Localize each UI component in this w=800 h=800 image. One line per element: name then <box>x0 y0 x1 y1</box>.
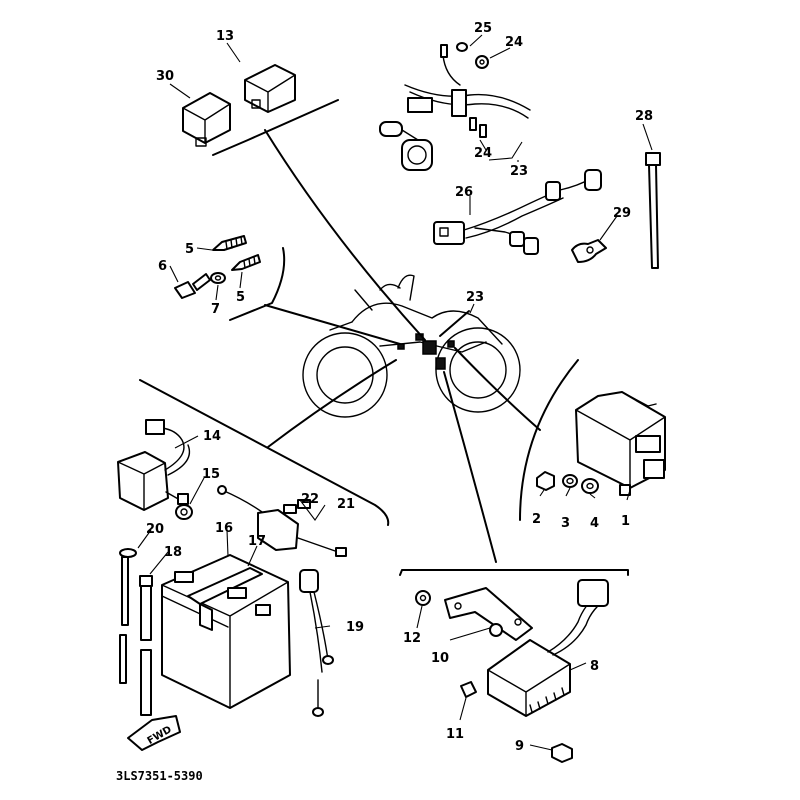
bolt-5b <box>231 254 261 271</box>
bolt-5a <box>212 235 247 251</box>
callout-23-center: 23 <box>466 290 484 305</box>
pointer-lines <box>264 129 541 563</box>
callout-16: 16 <box>215 521 233 536</box>
screw-25 <box>475 55 489 69</box>
rectifier-regulator-8 <box>487 579 609 717</box>
callout-17: 17 <box>248 534 266 549</box>
callout-21: 21 <box>337 497 355 512</box>
grommet-4 <box>581 478 599 494</box>
fuse-22 <box>283 499 311 514</box>
callout-labels: 13 30 25 24 24 23 26 28 29 5 6 7 5 23 14… <box>116 21 653 783</box>
callout-30: 30 <box>156 69 174 84</box>
group-brackets <box>139 99 629 576</box>
grommet-15 <box>175 504 193 520</box>
callout-4: 4 <box>590 516 599 531</box>
cable-tie-28 <box>645 152 661 269</box>
callout-24: 24 <box>474 146 492 161</box>
bracket-10 <box>444 587 533 641</box>
bolts-24 <box>469 117 487 138</box>
bolt-2 <box>536 471 555 491</box>
fwd-arrow: FWD <box>127 715 181 751</box>
callout-11: 11 <box>446 727 464 742</box>
leader-lines <box>137 34 653 751</box>
washer-26 <box>440 42 468 58</box>
bolt-11 <box>460 681 477 698</box>
callout-5-top: 5 <box>185 242 194 257</box>
callout-13: 13 <box>216 29 234 44</box>
callout-19: 19 <box>346 620 364 635</box>
callout-2: 2 <box>532 512 541 527</box>
callout-12: 12 <box>403 631 421 646</box>
callout-22: 22 <box>301 492 319 507</box>
callout-29: 29 <box>613 206 631 221</box>
callout-10: 10 <box>431 651 449 666</box>
part-code: 3LS7351-5390 <box>116 769 203 783</box>
callout-28: 28 <box>635 109 653 124</box>
callout-6: 6 <box>158 259 167 274</box>
breather-pipe-20 <box>119 548 137 684</box>
fuse-holder-21 <box>217 485 347 557</box>
bolt-6 <box>174 273 211 299</box>
collar-3 <box>562 474 578 488</box>
starter-relay-14 <box>117 419 191 511</box>
screw-9 <box>551 743 573 763</box>
relay-13 <box>244 64 296 113</box>
callout-15: 15 <box>202 467 220 482</box>
battery-lead-19 <box>299 569 334 717</box>
wire-harness-23 <box>379 54 531 171</box>
callout-26: 25 <box>474 21 492 36</box>
motorcycle-outline <box>302 274 521 418</box>
callout-25: 24 <box>505 35 523 50</box>
callout-1: 1 <box>621 514 630 529</box>
clamp-29 <box>571 239 607 263</box>
callout-7: 7 <box>211 302 220 317</box>
callout-9: 9 <box>515 739 524 754</box>
callout-27: 26 <box>455 185 473 200</box>
callout-14: 14 <box>203 429 221 444</box>
washer-7 <box>210 272 226 284</box>
cdi-unit-1 <box>575 391 666 496</box>
collar-12 <box>415 590 431 606</box>
callout-5-bottom: 5 <box>236 290 245 305</box>
relay-30 <box>182 92 231 147</box>
callout-23-top: 23 <box>510 164 528 179</box>
breather-pipe-18 <box>139 575 153 716</box>
callout-20: 20 <box>146 522 164 537</box>
callout-3: 3 <box>561 516 570 531</box>
callout-18: 18 <box>164 545 182 560</box>
location-markers <box>397 333 455 370</box>
wire-lead-27 <box>433 169 602 255</box>
battery-band-17 <box>174 567 271 631</box>
callout-8: 8 <box>590 659 599 674</box>
